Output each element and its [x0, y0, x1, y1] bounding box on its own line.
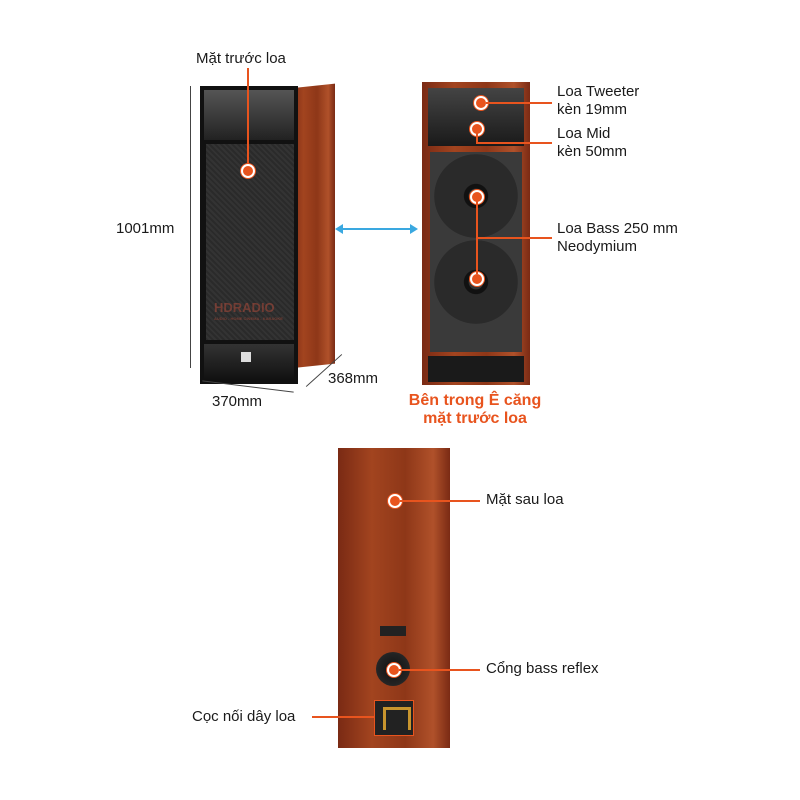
bass-label-1: Loa Bass 250 mm: [557, 220, 678, 237]
mid-label-2: kèn 50mm: [557, 143, 628, 160]
terminal-label: Cọc nối dây loa: [192, 708, 296, 725]
tweeter-label-2: kèn 19mm: [557, 101, 628, 118]
back-label: Mặt sau loa: [486, 491, 564, 508]
bass-label-2: Neodymium: [557, 238, 638, 255]
mid-label-1: Loa Mid: [557, 125, 611, 142]
inner-caption-2: mặt trước loa: [423, 410, 527, 427]
depth-label: 368mm: [328, 370, 379, 387]
watermark-tagline: AUDIO - HOME CINEMA - KARAOKE: [214, 316, 283, 321]
height-label: 1001mm: [116, 220, 175, 237]
watermark-logo: HDRADIO: [214, 300, 275, 315]
compare-arrow: [338, 228, 416, 230]
front-label: Mặt trước loa: [196, 50, 286, 67]
port-label: Cổng bass reflex: [486, 660, 599, 677]
width-label: 370mm: [212, 393, 263, 410]
tweeter-label-1: Loa Tweeter: [557, 83, 640, 100]
inner-caption-1: Bên trong Ê căng: [408, 392, 542, 409]
front-speaker: HDRADIO AUDIO - HOME CINEMA - KARAOKE: [200, 83, 335, 384]
height-dimension-line: [190, 86, 191, 368]
rear-speaker: [338, 448, 450, 748]
